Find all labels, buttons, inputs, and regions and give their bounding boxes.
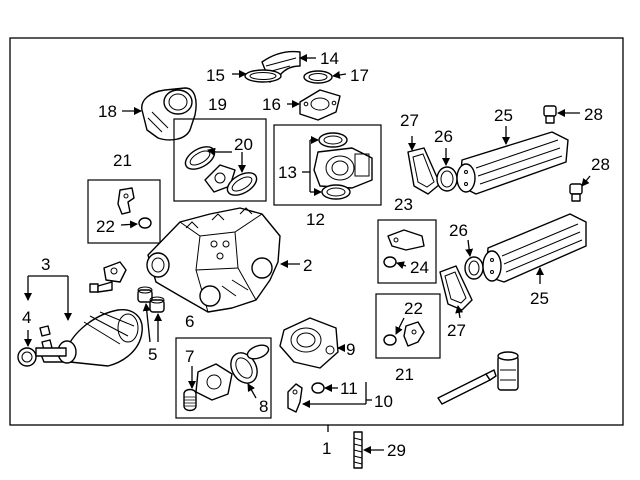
part-25-charge-cooler-lower[interactable]: [482, 213, 587, 283]
callout-6: 6: [185, 312, 194, 331]
callout-10: 10: [374, 392, 393, 411]
part-28-plug-lower[interactable]: [569, 183, 583, 202]
part-25-charge-cooler-upper[interactable]: [456, 131, 569, 195]
part-21-sensor-left[interactable]: [117, 187, 135, 215]
callout-9: 9: [346, 340, 355, 359]
callout-7: 7: [185, 347, 194, 366]
callout-14: 14: [320, 49, 339, 68]
callout-19: 19: [208, 95, 227, 114]
callout-22-right: 22: [404, 299, 423, 318]
callout-12: 12: [306, 210, 325, 229]
callout-5: 5: [148, 345, 157, 364]
part-11-o-ring[interactable]: [311, 382, 325, 394]
callout-labels: 1 2 3 4 5 6 7 8 9 10 11 12 13 14 15 16 1…: [22, 49, 610, 460]
leader-lines: [24, 54, 591, 454]
assembly-frame: [9, 37, 624, 426]
callout-18: 18: [98, 102, 117, 121]
part-29-stud-bolt[interactable]: [353, 431, 363, 469]
part-4-seal[interactable]: [17, 347, 37, 367]
part-7-actuator[interactable]: [183, 363, 233, 412]
group-19-box: [173, 118, 267, 202]
callout-23: 23: [394, 195, 413, 214]
part-8-seals[interactable]: [226, 343, 271, 388]
part-24-o-ring[interactable]: [383, 256, 397, 268]
small-clips[interactable]: [39, 325, 53, 351]
group-7-8-box: [175, 337, 272, 419]
mounting-bolt[interactable]: [89, 281, 113, 293]
part-22-seal-left[interactable]: [138, 217, 152, 229]
callout-8: 8: [259, 397, 268, 416]
part-26-o-ring-lower[interactable]: [464, 256, 484, 280]
callout-21-right: 21: [395, 365, 414, 384]
filter-cartridge[interactable]: [497, 351, 519, 391]
part-27-gasket-upper[interactable]: [407, 147, 441, 195]
part-26-o-ring-upper[interactable]: [436, 166, 458, 192]
callout-13: 13: [278, 163, 297, 182]
callout-11: 11: [340, 379, 358, 398]
part-15-gasket[interactable]: [244, 69, 282, 83]
part-28-plug-upper[interactable]: [543, 105, 557, 124]
part-21-sensor-right[interactable]: [403, 321, 425, 347]
part-23-sensor[interactable]: [387, 229, 425, 251]
part-2-intake-manifold[interactable]: [146, 207, 281, 313]
part-17-o-ring[interactable]: [303, 70, 333, 84]
part-3-supercharger-housing[interactable]: [35, 309, 143, 367]
install-tool[interactable]: [437, 369, 497, 405]
callout-24: 24: [410, 258, 429, 277]
callout-3: 3: [41, 255, 50, 274]
group-12-box: [273, 124, 382, 206]
callout-29: 29: [387, 441, 406, 460]
mounting-bracket[interactable]: [103, 261, 127, 283]
part-9-bypass-housing[interactable]: [279, 317, 339, 369]
callout-21-left: 21: [113, 151, 132, 170]
callout-26-lower: 26: [449, 221, 468, 240]
part-5-sleeves[interactable]: [137, 286, 165, 313]
callout-26-upper: 26: [434, 127, 453, 146]
callout-28-lower: 28: [591, 155, 610, 174]
part-18-throttle-body[interactable]: [141, 87, 197, 141]
callout-27-lower: 27: [447, 321, 466, 340]
group-21-box-right: [375, 293, 441, 359]
group-21-box-left: [87, 179, 161, 244]
callout-16: 16: [262, 95, 281, 114]
group-23-box: [377, 219, 437, 284]
callout-15: 15: [206, 66, 225, 85]
callout-25-upper: 25: [494, 106, 513, 125]
callout-27-upper: 27: [400, 111, 419, 130]
callout-1: 1: [322, 439, 331, 458]
callout-20: 20: [234, 135, 253, 154]
part-10-sensor[interactable]: [287, 383, 303, 413]
part-22-seal-right[interactable]: [383, 334, 397, 346]
callout-2: 2: [303, 256, 312, 275]
part-13-throttle-assembly[interactable]: [313, 132, 373, 200]
callout-17: 17: [350, 66, 369, 85]
callout-4: 4: [22, 308, 31, 327]
callout-22-left: 22: [96, 217, 115, 236]
part-27-gasket-lower[interactable]: [439, 265, 473, 311]
part-16-flange[interactable]: [299, 89, 341, 121]
callout-28-upper: 28: [584, 105, 603, 124]
callout-25-lower: 25: [530, 289, 549, 308]
